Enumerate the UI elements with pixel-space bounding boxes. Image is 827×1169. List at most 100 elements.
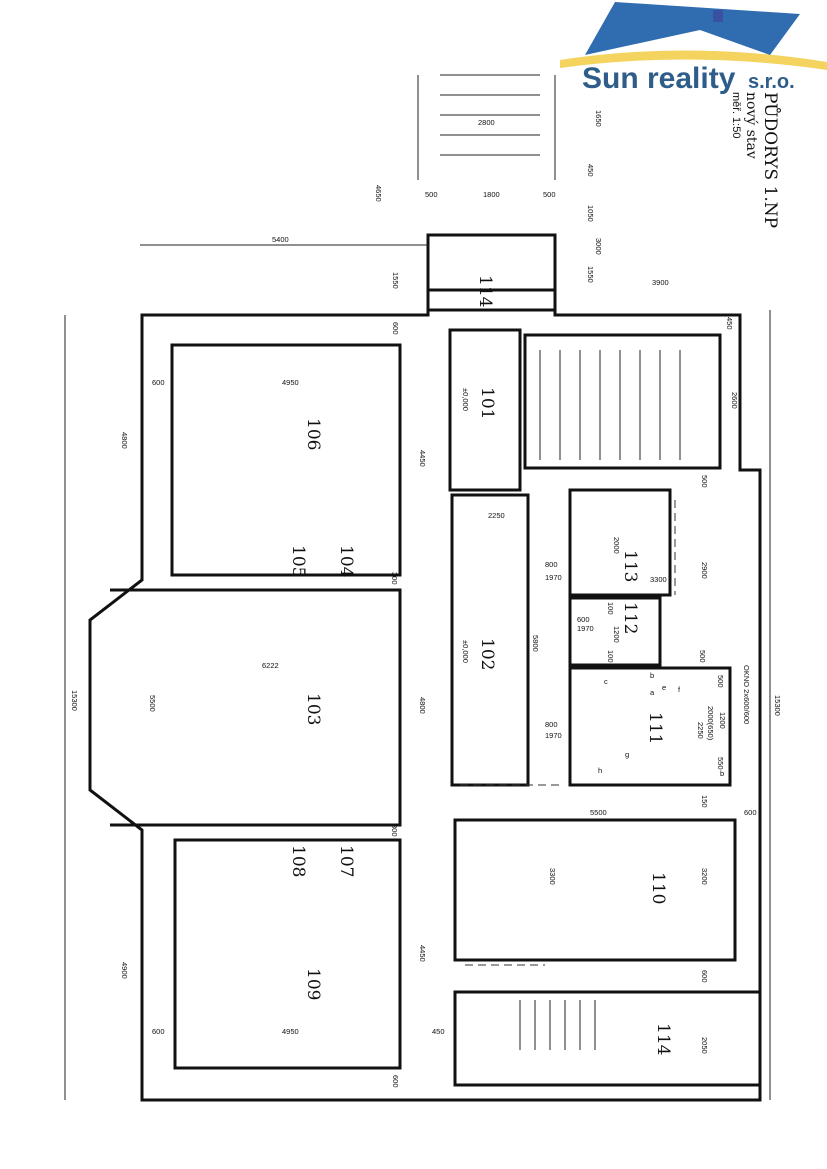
dim: 5500 [590,808,607,817]
fixture-letter: f [678,685,681,694]
dim: 1970 [545,573,562,582]
dim: 4900 [120,962,129,979]
dim: 600 [391,1075,400,1088]
level-mark-101: ±0,000 [461,388,470,411]
dim: 3000 [594,238,603,255]
fixture-letter: b [720,769,724,778]
dim: 1800 [483,190,500,199]
dim: 5800 [531,635,540,652]
dim: 450 [725,317,734,330]
dim: 600 [577,615,590,624]
room-108: 108 [288,845,308,877]
dim: 3300 [548,868,557,885]
dim: 4950 [282,1027,299,1036]
room-114-entrance: 114 [475,275,495,307]
dim: 450 [432,1027,445,1036]
dim: 1550 [586,266,595,283]
fixture-letter: h [598,766,602,775]
dim: 2250 [488,511,505,520]
dim: 4800 [120,432,129,449]
dim: 1970 [577,624,594,633]
dim: 3200 [700,868,709,885]
dim: 4650 [374,185,383,202]
room-101: 101 [477,387,497,419]
dim: 15300 [773,695,782,716]
dim: 600 [744,808,757,817]
walls [64,74,771,1102]
fixture-letter: c [604,677,608,686]
fixture-letter: e [662,683,666,692]
fixture-letters: b a c e f g h b [598,671,724,778]
room-109: 109 [303,968,323,1000]
dim: 3900 [652,278,669,287]
room-112: 112 [620,602,640,634]
dim: 2050 [700,1037,709,1054]
dim: 100 [606,650,615,663]
room-111: 111 [645,712,665,744]
dim: 2800 [478,118,495,127]
dim: 800 [545,720,558,729]
chimney-icon [713,10,723,22]
dim: 5400 [272,235,289,244]
dim: 300 [390,824,399,837]
dim: 2000 [612,537,621,554]
dim: 1200 [612,626,621,643]
dim: 4450 [418,945,427,962]
room-110: 110 [648,872,668,904]
dim: 500 [698,650,707,663]
dim: 100 [606,602,615,615]
dim: 1050 [586,205,595,222]
dim: 1200 [718,712,727,729]
dim: 450 [586,164,595,177]
room-107: 107 [336,845,356,877]
dim: 15300 [70,690,79,711]
dim: 6222 [262,661,279,670]
fixture-letter: b [650,671,654,680]
window-label: OKNO 2x600/600 [742,665,751,724]
dim: 500 [716,675,725,688]
fixture-letter: g [625,750,629,759]
dim: 4950 [282,378,299,387]
dim: 550 [716,757,725,770]
room-114-stairs: 114 [653,1023,673,1055]
dim: 2000(650) [706,706,715,741]
drawing-title: PŮDORYS 1.NP nový stav měř. 1:50 [730,92,781,228]
dim: 300 [390,572,399,585]
dim: 3300 [650,575,667,584]
dim: 1650 [594,110,603,127]
dim: 150 [700,795,709,808]
dim: 600 [152,1027,165,1036]
room-104: 104 [336,545,356,577]
level-mark-102: ±0,000 [461,640,470,663]
dimension-labels: 2800 500 1800 500 1650 450 1050 3000 155… [70,110,782,1088]
title-line1: PŮDORYS 1.NP [760,92,781,228]
brand-name: Sun reality [582,62,736,95]
room-102: 102 [477,638,497,670]
dim: 4800 [418,697,427,714]
dim: 600 [391,322,400,335]
dim: 1970 [545,731,562,740]
dim: 2600 [730,392,739,409]
roof-icon [585,2,800,55]
company-logo: Sun reality s.r.o. [560,2,827,95]
room-105: 105 [288,545,308,577]
dim: 600 [700,970,709,983]
room-113: 113 [620,550,640,582]
title-scale: měř. 1:50 [730,92,742,138]
dim: 500 [425,190,438,199]
brand-suffix: s.r.o. [748,71,795,93]
dim: 2250 [696,722,705,739]
room-103: 103 [303,693,323,725]
dim: 1550 [391,272,400,289]
dim: 500 [543,190,556,199]
dim: 2900 [700,562,709,579]
room-labels: 101 102 103 104 105 106 107 108 109 110 … [288,275,751,1055]
fixture-letter: a [650,688,655,697]
dim: 4450 [418,450,427,467]
title-line2: nový stav [743,92,760,159]
sun-arc [560,50,827,70]
room-106: 106 [303,418,323,450]
dim: 600 [152,378,165,387]
dim: 800 [545,560,558,569]
